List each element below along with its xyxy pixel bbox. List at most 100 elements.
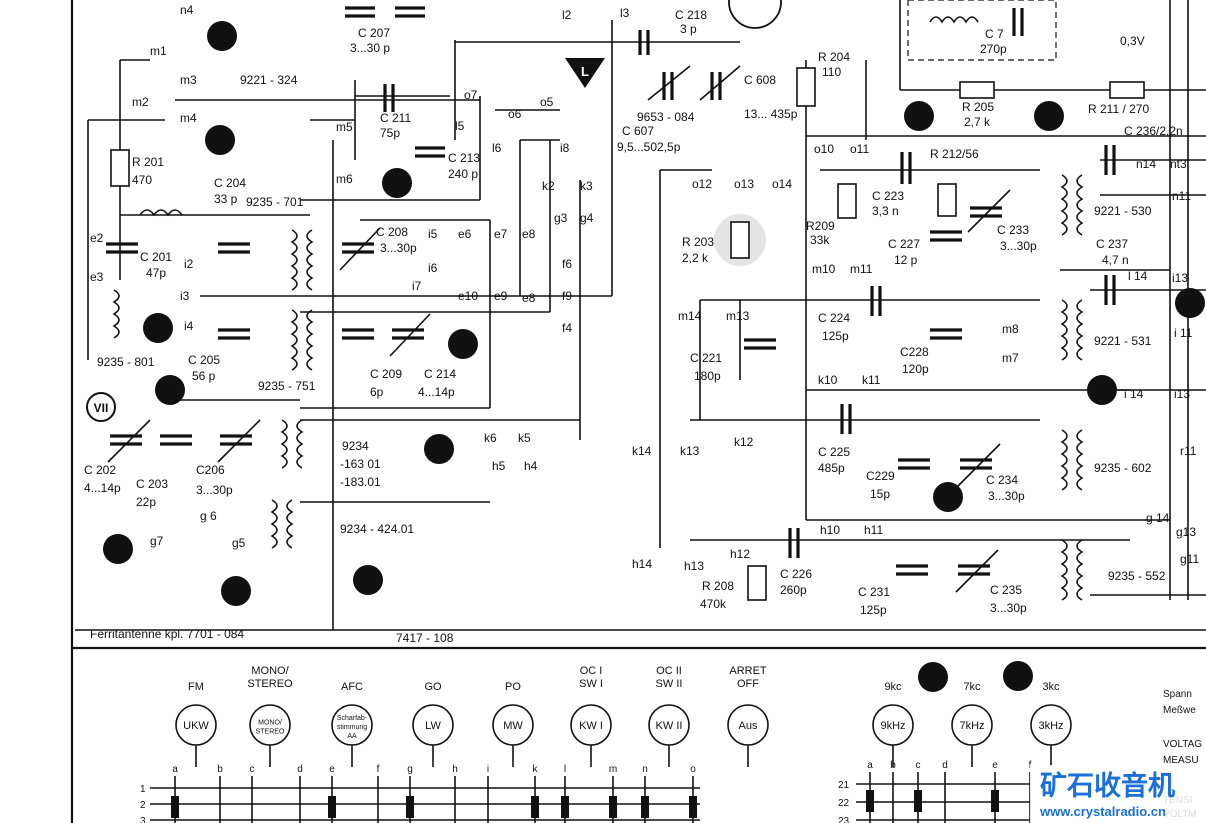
node-l14: l 14 <box>1128 269 1148 283</box>
label-c204-value: 33 p <box>214 192 238 206</box>
label-9235-552: 9235 - 552 <box>1108 569 1166 583</box>
switch-col-e: e <box>329 764 335 775</box>
node-o7: o7 <box>464 88 478 102</box>
tone-button-1[interactable]: 7kc 7kHz <box>951 681 993 767</box>
label-r212: R 212/56 <box>930 147 979 161</box>
callout-badge-number: 3 <box>944 489 952 506</box>
switch-col-right-a: a <box>867 760 873 771</box>
callout-badge-16: 16 <box>155 375 185 405</box>
label-c228-name: C228 <box>900 345 929 359</box>
switch-contact <box>991 790 999 812</box>
node-h11: h11 <box>864 523 883 537</box>
callout-badge-number: 1 <box>1098 382 1106 399</box>
node-n14: n14 <box>1136 157 1156 171</box>
band-button-label: MW <box>503 720 523 732</box>
node-nt3: nt3 <box>1170 157 1187 171</box>
band-button-title: FM <box>188 681 204 693</box>
node-n11: n11 <box>1172 189 1191 203</box>
side-text-line: Spann <box>1163 689 1192 700</box>
node-l3: l3 <box>620 6 630 20</box>
callout-badge-number: 12 <box>214 28 231 45</box>
label-c207-value: 3...30 p <box>350 41 390 55</box>
watermark-cn: 矿石收音机 <box>1040 770 1175 801</box>
band-button-title: OC I <box>580 665 603 677</box>
node-i14: i 14 <box>1124 387 1144 401</box>
node-r11: r11 <box>1180 444 1197 458</box>
label-0-3v: 0,3V <box>1120 34 1145 48</box>
node-g7: g7 <box>150 534 164 548</box>
callout-badge-number: 11 <box>1041 108 1057 125</box>
label-c224-value: 125p <box>822 329 849 343</box>
node-o6: o6 <box>508 107 522 121</box>
label-c201-name: C 201 <box>140 250 172 264</box>
node-g3: g3 <box>554 211 568 225</box>
band-button-label: stimmung <box>337 724 367 731</box>
node-n4: n4 <box>180 3 194 17</box>
switch-col-a: a <box>172 764 178 775</box>
callout-badge-15: 15 <box>353 565 383 595</box>
switch-col-d: d <box>297 764 303 775</box>
node-h14: h14 <box>632 557 652 571</box>
node-i13: i13 <box>1172 271 1188 285</box>
label-c233-name: C 233 <box>997 223 1029 237</box>
label-c221-value: 180p <box>694 369 721 383</box>
label-c218-value: 3 p <box>680 22 697 36</box>
label-r209-name: R209 <box>806 219 835 233</box>
switch-col-g: g <box>407 764 413 775</box>
callout-badge-number: 10 <box>212 132 229 149</box>
switch-contact <box>689 796 697 818</box>
label-c235-name: C 235 <box>990 583 1022 597</box>
label-9235-602: 9235 - 602 <box>1094 461 1152 475</box>
label-c233-value: 3...30p <box>1000 239 1037 253</box>
node-g14: g 14 <box>1146 511 1170 525</box>
node-l2: l2 <box>562 8 572 22</box>
tone-button-label: 7kHz <box>959 720 984 732</box>
band-button-5[interactable]: OC ISW IKW I <box>570 665 612 767</box>
switch-row-right-22: 22 <box>838 798 850 809</box>
label-r201-value: 470 <box>132 173 152 187</box>
switch-contact <box>531 796 539 818</box>
callout-badge-6: 6 <box>424 434 454 464</box>
watermark-url: www.crystalradio.cn <box>1039 804 1166 819</box>
callout-badge-number: 7 <box>929 669 937 686</box>
node-l6: l6 <box>492 141 502 155</box>
label-c209-value: 6p <box>370 385 384 399</box>
label-9235-701: 9235 - 701 <box>246 195 304 209</box>
label-r205-value: 2,7 k <box>964 115 991 129</box>
switch-contact <box>328 796 336 818</box>
switch-col-right-d: d <box>942 760 948 771</box>
label-c227-value: 12 p <box>894 253 918 267</box>
node-e6: e6 <box>458 227 472 241</box>
node-o5: o5 <box>540 95 554 109</box>
label-c213-value: 240 p <box>448 167 478 181</box>
callout-badge-number: 16 <box>162 382 179 399</box>
node-e3: e3 <box>90 270 104 284</box>
label-c221-name: C 221 <box>690 351 722 365</box>
callout-badge-number: 8 <box>459 336 467 353</box>
node-l5: l5 <box>455 119 465 133</box>
label-r209-value: 33k <box>810 233 830 247</box>
label-c206-name: C206 <box>196 463 225 477</box>
label-c608-name: C 608 <box>744 73 776 87</box>
node-g13: g13 <box>1176 525 1196 539</box>
node-i2: i2 <box>184 257 194 271</box>
label-c206-value: 3...30p <box>196 483 233 497</box>
node-e7: e7 <box>494 227 508 241</box>
tone-button-title: 7kc <box>963 681 981 693</box>
label-9234-163: -163 01 <box>340 457 381 471</box>
switch-matrix: abcdefghiklmno123abcdef212223 <box>140 760 1032 823</box>
callout-badge-number: 2 <box>154 320 162 337</box>
label-9234: 9234 <box>342 439 369 453</box>
switch-col-n: n <box>642 764 648 775</box>
